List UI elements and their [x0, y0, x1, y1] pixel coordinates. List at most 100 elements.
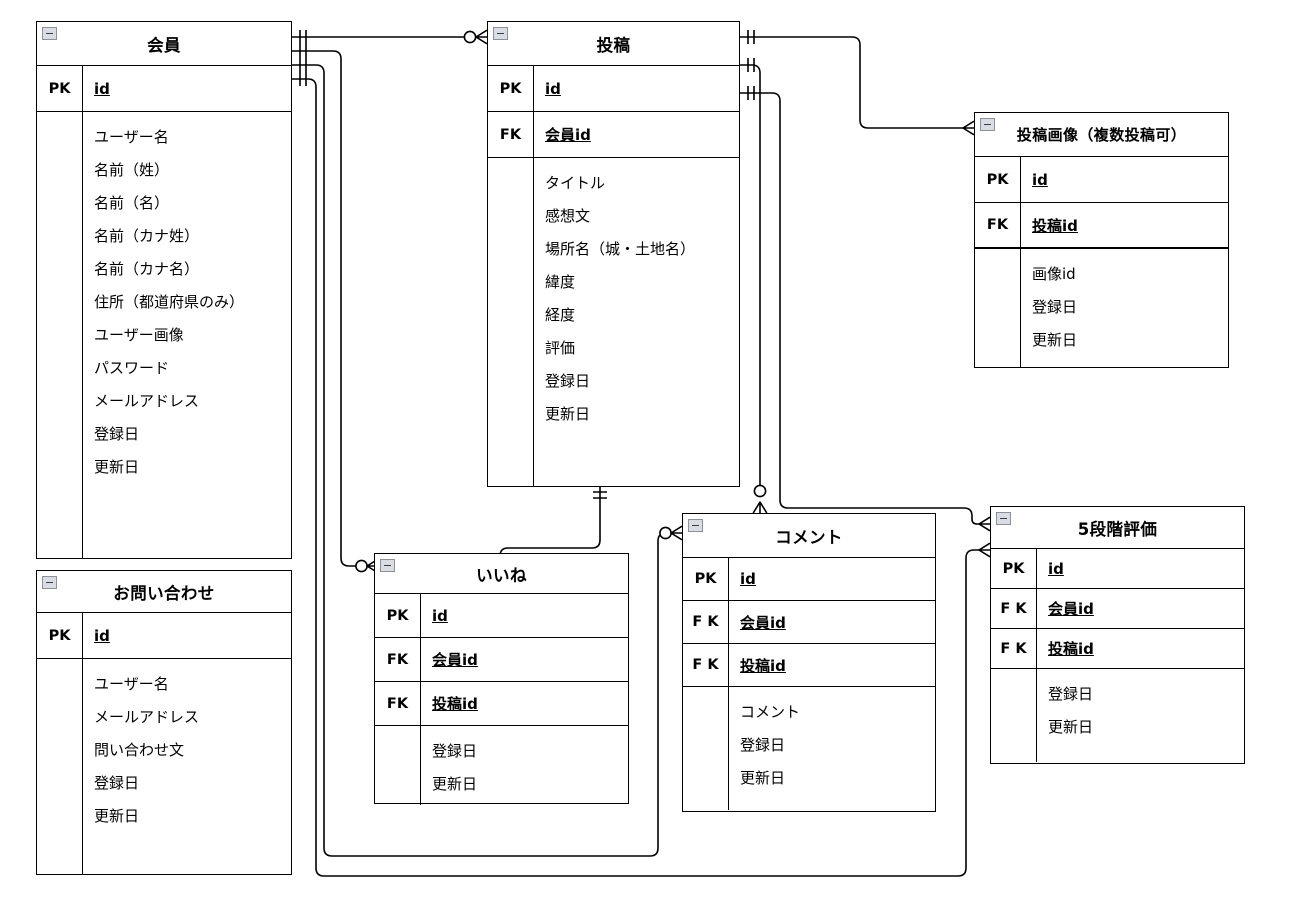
wire-member-like: [292, 50, 357, 567]
key-tag: PK: [975, 157, 1021, 202]
attribute-list: ユーザー名 名前（姓） 名前（名） 名前（カナ姓） 名前（カナ名） 住所（都道府…: [83, 112, 291, 558]
attribute: メールアドレス: [94, 708, 200, 726]
key-name: id: [545, 79, 561, 98]
collapse-minus-icon[interactable]: [688, 519, 703, 532]
attribute: 登録日: [432, 742, 478, 760]
key-row-fk-member: F K 会員id: [991, 589, 1244, 629]
attribute: 感想文: [545, 207, 591, 225]
collapse-minus-icon[interactable]: [42, 27, 57, 40]
collapse-minus-icon[interactable]: [42, 576, 57, 589]
entity-contact[interactable]: お問い合わせ PK id ユーザー名 メールアドレス 問い合わせ文 登録日 更新…: [36, 570, 292, 875]
entity-post[interactable]: 投稿 PK id FK 会員id タイトル 感想文 場所名（城・土地名） 緯度 …: [487, 21, 740, 487]
attribute: ユーザー画像: [94, 326, 184, 344]
key-name: 投稿id: [740, 656, 786, 675]
attribute-list: タイトル 感想文 場所名（城・土地名） 緯度 経度 評価 登録日 更新日: [534, 158, 739, 486]
attribute: 画像id: [1032, 265, 1076, 283]
attribute: 名前（カナ名）: [94, 260, 200, 278]
attribute: 更新日: [1048, 718, 1094, 736]
attribute: 経度: [545, 306, 576, 324]
wire-post-like: [499, 487, 601, 560]
key-name: id: [740, 570, 756, 588]
entity-comment[interactable]: コメント PK id F K 会員id F K 投稿id コメント 登録日 更新…: [682, 513, 936, 812]
key-name: id: [1048, 559, 1064, 578]
attribute: ユーザー名: [94, 128, 169, 146]
wire-post-comment: [740, 64, 761, 492]
key-tag: F K: [683, 601, 729, 643]
card-one-post-comment: [747, 58, 755, 72]
entity-title: 5段階評価: [1077, 519, 1158, 539]
key-tag: F K: [991, 589, 1037, 628]
attribute: 評価: [545, 339, 576, 357]
key-row-fk-post: F K 投稿id: [683, 644, 935, 687]
entity-header-comment: コメント: [683, 514, 935, 558]
attribute-block: 登録日 更新日: [375, 726, 628, 805]
key-tag: PK: [37, 613, 83, 658]
entity-member[interactable]: 会員 PK id ユーザー名 名前（姓） 名前（名） 名前（カナ姓） 名前（カナ…: [36, 21, 292, 559]
attribute: 登録日: [1048, 685, 1094, 703]
attribute-list: コメント 登録日 更新日: [729, 687, 935, 810]
key-name: 会員id: [740, 613, 786, 632]
key-name: id: [94, 79, 110, 98]
card-many-crow-comment: [670, 525, 683, 541]
collapse-minus-icon[interactable]: [980, 118, 995, 131]
card-many-crow-post: [475, 29, 488, 45]
card-one-post-rating: [747, 86, 755, 100]
entity-header-member: 会員: [37, 22, 291, 66]
entity-header-rating: 5段階評価: [991, 507, 1244, 549]
key-name: id: [94, 626, 110, 645]
attr-gutter: [991, 669, 1037, 762]
attr-gutter: [37, 659, 83, 874]
entity-rating[interactable]: 5段階評価 PK id F K 会員id F K 投稿id 登録日 更新日: [990, 506, 1245, 764]
attribute: 名前（名）: [94, 194, 170, 212]
entity-like[interactable]: いいね PK id FK 会員id FK 投稿id 登録日 更新日: [374, 553, 629, 805]
card-zero-circle-like: [355, 559, 368, 573]
card-zero-circle-comment: [659, 526, 672, 540]
key-row-pk: PK id: [37, 66, 291, 112]
attr-gutter: [488, 158, 534, 486]
entity-header-post-image: 投稿画像（複数投稿可）: [975, 113, 1228, 157]
card-one-member-comment: [299, 58, 307, 72]
entity-title: お問い合わせ: [113, 583, 215, 603]
attribute: 住所（都道府県のみ）: [94, 293, 245, 311]
key-row-fk-member: FK 会員id: [375, 638, 628, 682]
card-one-member-rating: [299, 72, 307, 86]
attribute-block: ユーザー名 名前（姓） 名前（名） 名前（カナ姓） 名前（カナ名） 住所（都道府…: [37, 112, 291, 558]
entity-post-image[interactable]: 投稿画像（複数投稿可） PK id FK 投稿id 画像id 登録日 更新日: [974, 112, 1229, 368]
attribute: 更新日: [432, 775, 478, 793]
collapse-minus-icon[interactable]: [493, 27, 508, 40]
key-row-pk: PK id: [375, 594, 628, 638]
key-tag: F K: [991, 629, 1037, 668]
attribute-block: タイトル 感想文 場所名（城・土地名） 緯度 経度 評価 登録日 更新日: [488, 158, 739, 486]
key-tag: FK: [375, 682, 421, 725]
wire-post-rating-hidden: [740, 93, 970, 520]
key-row-fk-member: F K 会員id: [683, 601, 935, 644]
attribute: メールアドレス: [94, 392, 200, 410]
card-many-crow-postimage: [962, 120, 975, 136]
key-name: 会員id: [545, 126, 591, 144]
card-many-crow-post-comment: [752, 501, 768, 514]
attribute: 更新日: [1032, 331, 1078, 349]
entity-header-like: いいね: [375, 554, 628, 594]
key-tag: F K: [683, 644, 729, 686]
attribute-list: 登録日 更新日: [1037, 669, 1244, 762]
card-one-member-post: [299, 30, 307, 44]
attribute: 問い合わせ文: [94, 741, 185, 759]
key-row-pk: PK id: [37, 613, 291, 659]
attribute: タイトル: [545, 174, 606, 192]
key-name: 投稿id: [1048, 640, 1094, 658]
attribute: 登録日: [740, 736, 786, 754]
attribute-block: 画像id 登録日 更新日: [975, 249, 1228, 367]
attribute: コメント: [740, 703, 801, 721]
card-one-post-postimage: [747, 30, 755, 44]
attribute-block: コメント 登録日 更新日: [683, 687, 935, 810]
attribute: 更新日: [94, 458, 140, 476]
attribute-list: ユーザー名 メールアドレス 問い合わせ文 登録日 更新日: [83, 659, 291, 874]
key-tag: PK: [37, 66, 83, 111]
key-tag: FK: [375, 638, 421, 681]
attribute: 更新日: [545, 405, 591, 423]
attr-gutter: [375, 726, 421, 805]
attr-gutter: [37, 112, 83, 558]
collapse-minus-icon[interactable]: [996, 512, 1011, 525]
entity-title: 会員: [147, 35, 181, 55]
collapse-minus-icon[interactable]: [380, 559, 395, 572]
